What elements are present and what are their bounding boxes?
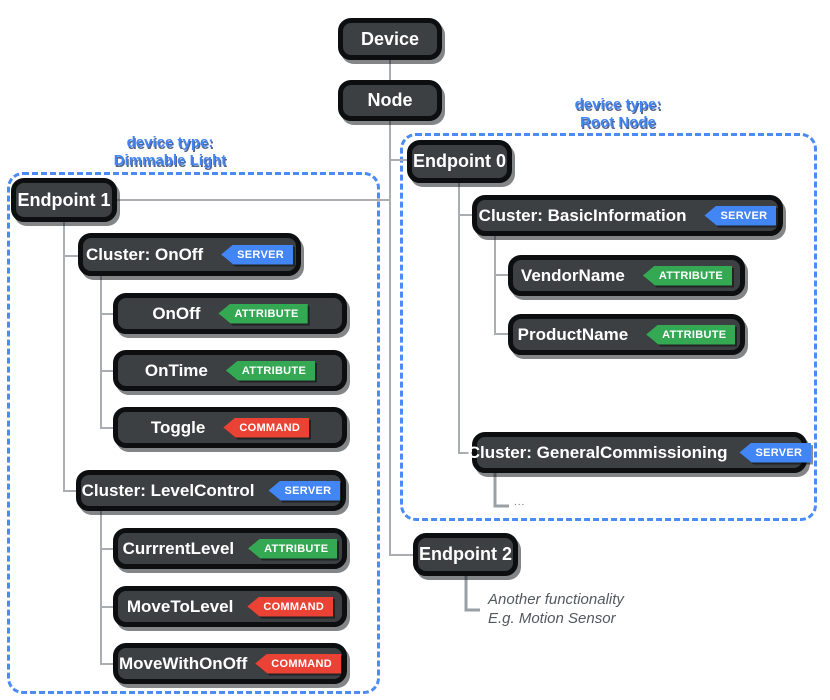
- group-label-root-node: device type: Root Node: [498, 96, 738, 132]
- attribute-badge: ATTRIBUTE: [218, 303, 308, 324]
- server-badge: SERVER: [739, 442, 812, 463]
- move-with-onoff-command-box: MoveWithOnOff COMMAND: [113, 643, 347, 684]
- endpoint1-box: Endpoint 1: [11, 178, 117, 222]
- cluster-general-commissioning-label: Cluster: GeneralCommissioning: [467, 442, 728, 462]
- attribute-badge: ATTRIBUTE: [225, 360, 316, 381]
- attribute-badge: ATTRIBUTE: [248, 538, 338, 559]
- endpoint1-label: Endpoint 1: [17, 189, 111, 210]
- endpoint2-box: Endpoint 2: [413, 533, 518, 576]
- endpoint0-box: Endpoint 0: [407, 140, 512, 183]
- endpoint2-note: Another functionality E.g. Motion Sensor: [488, 590, 624, 628]
- device-type-caption: device type:: [126, 134, 214, 151]
- command-badge: COMMAND: [255, 653, 342, 674]
- vendor-name-label: VendorName: [520, 265, 625, 285]
- server-badge: SERVER: [704, 205, 777, 226]
- device-box: Device: [338, 18, 442, 60]
- node-label: Node: [367, 90, 413, 110]
- command-badge: COMMAND: [223, 417, 310, 438]
- server-badge: SERVER: [221, 244, 293, 265]
- cluster-onoff-box: Cluster: OnOff SERVER: [78, 233, 301, 276]
- server-badge: SERVER: [268, 480, 341, 501]
- ontime-attribute-box: OnTime ATTRIBUTE: [113, 350, 347, 391]
- attribute-badge: ATTRIBUTE: [642, 265, 733, 286]
- product-name-label: ProductName: [517, 324, 629, 344]
- endpoint0-label: Endpoint 0: [413, 151, 506, 171]
- cluster-basic-information-label: Cluster: BasicInformation: [478, 205, 687, 225]
- move-to-level-command-label: MoveToLevel: [126, 596, 234, 616]
- onoff-attribute-box: OnOff ATTRIBUTE: [113, 293, 347, 334]
- move-with-onoff-command-label: MoveWithOnOff: [118, 653, 248, 673]
- device-type-caption: device type:: [574, 96, 662, 113]
- device-type-value: Root Node: [580, 114, 656, 131]
- group-label-dimmable-light: device type: Dimmable Light: [50, 134, 290, 170]
- general-commissioning-more-text: ...: [514, 497, 526, 508]
- onoff-attribute-label: OnOff: [152, 303, 201, 323]
- move-to-level-command-box: MoveToLevel COMMAND: [113, 586, 347, 627]
- group-root-node: [400, 133, 817, 521]
- product-name-box: ProductName ATTRIBUTE: [508, 314, 745, 355]
- currrent-level-attribute-box: CurrrentLevel ATTRIBUTE: [113, 528, 347, 569]
- group-dimmable-light: [7, 172, 380, 694]
- vendor-name-box: VendorName ATTRIBUTE: [508, 255, 745, 296]
- ontime-attribute-label: OnTime: [144, 360, 208, 380]
- command-badge: COMMAND: [247, 596, 334, 617]
- cluster-general-commissioning-box: Cluster: GeneralCommissioning SERVER: [468, 432, 812, 473]
- device-type-value: Dimmable Light: [113, 152, 227, 169]
- node-box: Node: [338, 80, 442, 121]
- endpoint2-label: Endpoint 2: [419, 544, 512, 564]
- device-label: Device: [360, 28, 420, 49]
- endpoint2-note-line2: E.g. Motion Sensor: [488, 610, 616, 627]
- cluster-level-control-label: Cluster: LevelControl: [81, 480, 255, 500]
- cluster-level-control-box: Cluster: LevelControl SERVER: [76, 470, 346, 511]
- toggle-command-box: Toggle COMMAND: [113, 407, 347, 448]
- currrent-level-attribute-label: CurrrentLevel: [122, 538, 235, 558]
- endpoint2-note-line1: Another functionality: [488, 591, 624, 608]
- attribute-badge: ATTRIBUTE: [646, 324, 736, 345]
- toggle-command-label: Toggle: [150, 417, 206, 437]
- cluster-basic-information-box: Cluster: BasicInformation SERVER: [472, 195, 783, 236]
- cluster-onoff-label: Cluster: OnOff: [86, 244, 204, 264]
